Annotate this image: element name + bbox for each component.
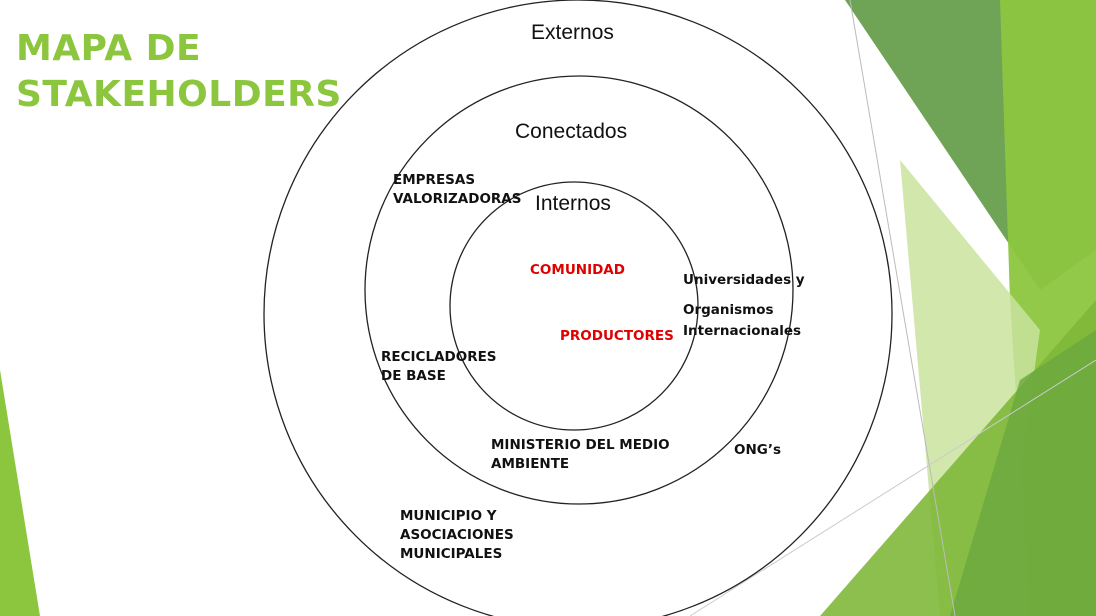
ring-outer [263,0,893,616]
page-title: MAPA DE STAKEHOLDERS [16,26,342,118]
stakeholder-empresas: EMPRESAS VALORIZADORAS [393,172,522,207]
stakeholder-recicladores: RECICLADORES DE BASE [381,349,497,384]
decor-triangle-bottom [950,330,1096,616]
decor-left-sliver [0,370,40,616]
stakeholder-ministerio: MINISTERIO DEL MEDIO AMBIENTE [491,437,670,472]
stakeholder-productores: PRODUCTORES [560,328,674,344]
stakeholder-ongs: ONG’s [734,442,782,458]
stakeholder-municipio: MUNICIPIO Y ASOCIACIONES MUNICIPALES [400,508,514,562]
title-line-2: STAKEHOLDERS [16,74,342,115]
stakeholder-comunidad: COMUNIDAD [530,262,625,278]
ring-inner [449,181,699,431]
title-line-1: MAPA DE [16,28,202,69]
stakeholder-universidades: Universidades y Organismos Internacional… [683,272,805,339]
decor-line [689,359,1096,616]
ring-label-middle: Conectados [515,120,628,143]
ring-label-inner: Internos [535,192,611,215]
decor-line [849,0,956,616]
ring-label-outer: Externos [531,21,614,44]
ring-middle [364,75,794,505]
